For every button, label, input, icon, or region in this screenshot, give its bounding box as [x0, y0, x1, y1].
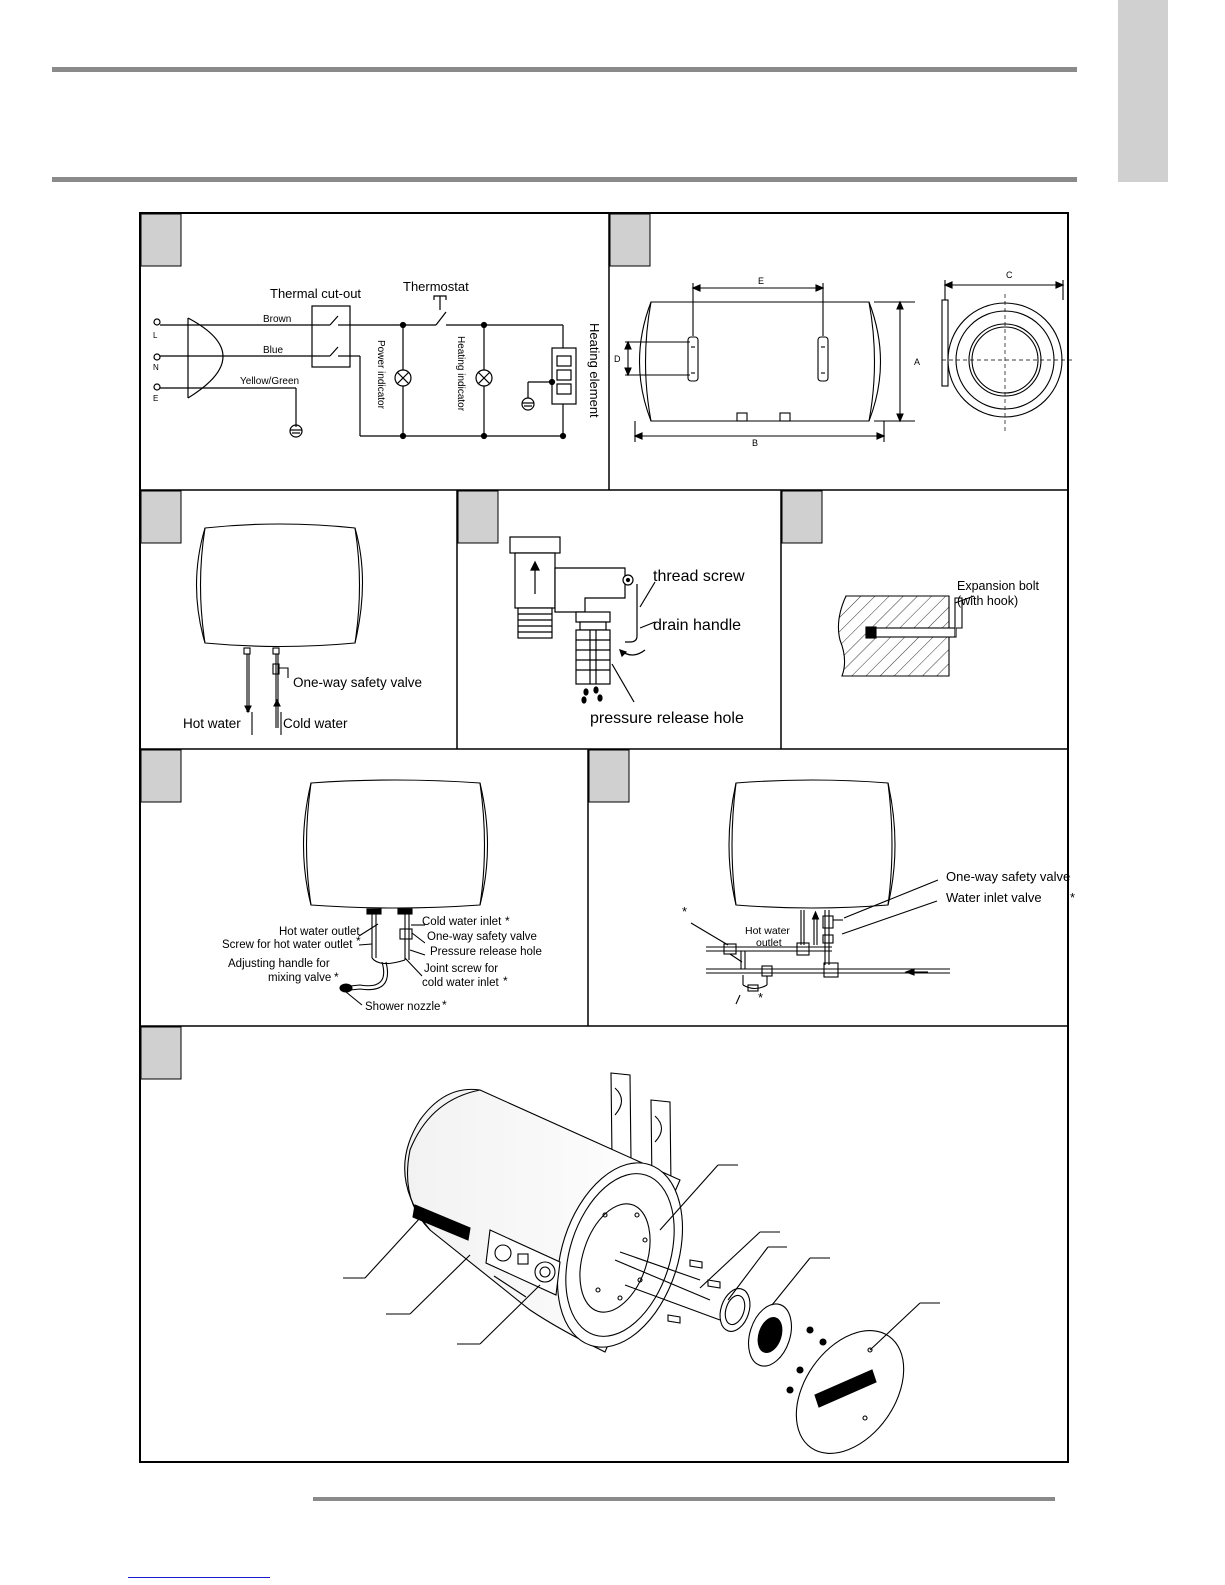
footer-link-underline	[128, 1577, 270, 1578]
label-brown: Brown	[263, 314, 291, 325]
label-heating-indicator: Heating indicator	[455, 336, 466, 412]
label-terminal-l: L	[153, 331, 158, 340]
label-terminal-n: N	[153, 363, 159, 372]
mixing-star-adjust: *	[334, 970, 339, 984]
figure-frame	[139, 212, 1069, 1463]
label-thread-screw: thread screw	[653, 568, 745, 585]
header-rule-bottom	[52, 177, 1077, 182]
label-screw-hot-outlet: Screw for hot water outlet	[222, 939, 353, 951]
label-power-indicator: Power indicator	[375, 340, 386, 410]
mixing-valve-diagram	[302, 779, 489, 1006]
side-tab	[1118, 0, 1168, 182]
header-rule-top	[52, 67, 1077, 72]
pipe-star-drain: *	[758, 990, 763, 1005]
label-with-hook: (with hook)	[957, 594, 1018, 608]
connection-diagram	[196, 523, 363, 735]
label-one-way-valve: One-way safety valve	[293, 675, 422, 690]
label-thermostat: Thermostat	[403, 279, 469, 294]
label-cold-water: Cold water	[283, 716, 348, 731]
pipe-star-inlet: *	[1070, 890, 1075, 905]
safety-valve-diagram	[509, 536, 656, 704]
label-hot-water-outlet: Hot water outlet	[279, 926, 360, 938]
mixing-star-cold: *	[505, 914, 510, 928]
label-heating-element: Heating element	[587, 323, 602, 418]
label-shower-nozzle: Shower nozzle	[365, 1001, 440, 1013]
pipe-connection-diagram	[690, 779, 950, 1005]
label-thermal-cutout: Thermal cut-out	[270, 286, 361, 301]
label-mixing-valve: mixing valve	[268, 972, 331, 984]
expansion-bolt-diagram	[837, 595, 975, 677]
wiring-diagram	[153, 295, 577, 440]
label-one-way-valve-7: One-way safety valve	[946, 869, 1070, 884]
label-one-way-safety-valve-6: One-way safety valve	[427, 931, 537, 943]
label-cold-water-inlet: Cold water inlet	[422, 916, 502, 928]
label-pressure-release-hole: pressure release hole	[590, 710, 744, 727]
label-cold-inlet-joint: cold water inlet	[422, 977, 500, 989]
mixing-star-joint: *	[503, 974, 508, 988]
dim-label-b: B	[752, 438, 758, 448]
dim-label-e: E	[758, 276, 764, 286]
exploded-view-diagram	[343, 1072, 940, 1454]
pipe-star-tee: *	[682, 904, 687, 919]
label-yellow-green: Yellow/Green	[240, 376, 299, 387]
label-hot-water: Hot water	[183, 716, 241, 731]
figure-number-boxes	[140, 213, 823, 1080]
label-water-inlet-valve: Water inlet valve	[946, 890, 1042, 905]
label-hot-water-7: Hot water	[745, 925, 790, 937]
dim-label-a: A	[914, 357, 920, 367]
label-adjusting-handle: Adjusting handle for	[228, 958, 330, 970]
label-joint-screw: Joint screw for	[424, 963, 498, 975]
dim-label-c: C	[1006, 270, 1013, 280]
mixing-star-screw: *	[356, 934, 361, 948]
label-drain-handle: drain handle	[653, 617, 741, 634]
label-blue: Blue	[263, 345, 283, 356]
label-terminal-e: E	[153, 394, 158, 403]
footer-rule	[313, 1497, 1055, 1501]
dimensions-diagram	[624, 280, 1072, 442]
dim-label-d: D	[614, 354, 621, 364]
mixing-star-shower: *	[442, 998, 447, 1012]
label-outlet-7: outlet	[756, 937, 782, 949]
label-pressure-release-hole-6: Pressure release hole	[430, 946, 542, 958]
label-expansion-bolt: Expansion bolt	[957, 579, 1040, 593]
